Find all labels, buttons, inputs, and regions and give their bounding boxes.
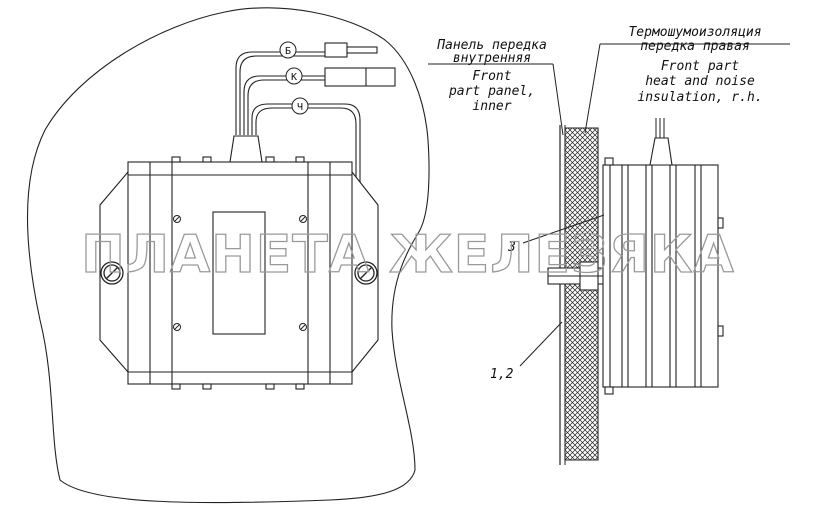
insulation-label-en-1: Front part	[661, 59, 739, 74]
insulation-label-en-3: insulation, r.h.	[637, 90, 762, 105]
callout-3: 3	[507, 240, 516, 255]
insulation-label-ru-2: передка правая	[640, 39, 750, 54]
panel-label-ru-2: внутренняя	[453, 51, 531, 66]
side-cable	[655, 118, 665, 138]
watermark: ПЛАНЕТА ЖЕЛЕЗЯКА	[81, 225, 734, 285]
mounting-bolt-left	[100, 261, 124, 285]
wire-marker-b: Б	[279, 41, 297, 59]
cable-gland	[229, 135, 263, 163]
panel-label-en-1: Front	[472, 69, 511, 84]
insulation-section	[564, 127, 599, 461]
svg-text:Ч: Ч	[297, 102, 303, 113]
leader-lines	[428, 43, 790, 367]
wire-marker-ch: Ч	[291, 97, 309, 115]
panel-label-ru-1: Панель передка	[436, 38, 547, 53]
svg-text:Б: Б	[285, 46, 291, 57]
insulation-label-en-2: heat and noise	[645, 74, 755, 89]
callout-1-2: 1,2	[490, 367, 514, 382]
svg-text:К: К	[291, 72, 297, 83]
panel-label-en-3: inner	[472, 99, 511, 114]
mounting-area-outline	[27, 7, 430, 504]
unit-front-view	[99, 156, 379, 390]
panel-label-en-2: part panel,	[448, 84, 535, 99]
mounting-bolt-right	[354, 261, 378, 285]
unit-side-view	[602, 137, 724, 395]
connector-b	[324, 42, 378, 58]
insulation-label-ru-1: Термошумоизоляция	[628, 25, 761, 40]
fastener-side	[547, 261, 611, 291]
screw-heads	[173, 215, 307, 331]
wire-marker-k: К	[285, 67, 303, 85]
connector-k	[324, 67, 396, 87]
